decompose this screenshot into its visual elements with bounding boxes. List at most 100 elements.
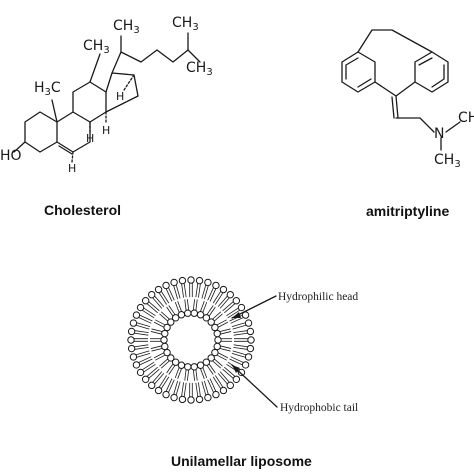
tail-pointer-arrow [232,365,240,373]
outer-lipid [226,303,246,319]
inner-lipid [166,305,180,322]
lipid-head [246,344,255,353]
lipid-head [244,353,253,361]
outer-lipid [162,281,175,302]
lipid-head [154,386,163,395]
inner-lipid [207,311,223,326]
n-atom-label: N [434,126,444,142]
lipid-head [226,381,234,390]
outer-lipid [207,378,220,399]
outer-lipid [212,285,228,305]
lipid-head [148,290,156,299]
outer-lipid [141,366,160,383]
inner-lipid [211,319,229,332]
lipid-head [202,314,211,322]
lipid-head [154,285,163,294]
lipid-head [141,297,150,305]
outer-lipid [201,380,212,402]
inner-lipid [213,328,232,338]
inner-lipid [159,354,175,369]
outer-lipid [170,278,181,300]
lipid-head [187,276,195,284]
amitriptyline-caption: amitriptyline [366,203,449,219]
lipid-head [211,323,219,332]
outer-lipid [136,303,156,319]
lipid-head [161,342,169,351]
lipid-head [132,311,141,319]
ch3-top-label: CH3 [172,15,199,33]
outer-lipid [187,383,195,404]
inner-lipid [184,299,192,317]
lipid-head [163,348,171,357]
outer-lipid [212,375,228,395]
lipid-head [237,368,246,377]
lipid-head [195,276,204,285]
lipid-head [141,375,150,383]
ho-label: HO [0,148,22,164]
inner-lipid [153,319,171,332]
inner-lipid [190,299,198,317]
lipid-head [127,336,135,344]
lipid-head [178,276,187,285]
outer-lipid [229,356,250,369]
outer-lipid [148,290,165,309]
outer-lipid [127,327,149,336]
n-methyl-2-label: CH3 [434,152,461,170]
lipid-head [213,329,221,338]
lipid-head [246,327,255,336]
lipid-head [213,342,221,351]
lipid-head [136,368,145,377]
inner-lipid [174,301,186,319]
outer-lipid [148,371,165,390]
outer-lipid [222,297,241,314]
inner-lipid [184,363,192,381]
lipid-head [161,329,169,338]
lipid-head [202,358,211,366]
outer-lipid [162,378,175,399]
lipid-head [171,314,180,322]
outer-lipid [178,276,187,298]
lipid-head [237,303,246,312]
outer-lipid [127,344,149,353]
inner-lipid [213,342,232,352]
outer-lipid [195,382,204,404]
lipid-head [247,336,255,344]
lipid-head [190,309,198,317]
inner-lipid [211,348,229,361]
lipid-head [214,336,222,344]
lipid-head [127,327,136,336]
outer-lipid [178,382,187,404]
outer-lipid [127,336,148,344]
ch3-iso-label: CH3 [186,60,213,78]
lipid-head [132,361,141,369]
lipid-head [204,393,212,402]
lipid-head [177,361,186,369]
hydrophilic-head-label: Hydrophilic head [278,291,358,303]
outer-lipid [132,311,153,324]
outer-lipid [201,278,212,300]
lipid-head [211,348,219,357]
lipid-head [184,363,192,371]
outer-lipid [222,366,241,383]
n-methyl-1-label: CH [458,110,474,126]
outer-lipid [217,371,234,390]
lipid-head [178,395,187,404]
lipid-head [184,309,192,317]
outer-lipid [141,297,160,314]
lipid-head [170,393,178,402]
inner-lipid [150,342,169,352]
inner-lipid [202,358,216,375]
outer-lipid [187,276,195,297]
inner-lipid [214,336,232,344]
lipid-head [148,381,156,390]
lipid-head [212,281,220,290]
lipid-head [129,319,138,327]
outer-lipid [217,290,234,309]
lipid-head [212,390,220,399]
inner-lipid [159,311,175,326]
lipid-head [160,336,168,344]
lipid-head [204,278,212,287]
inner-lipid [174,361,186,379]
lipid-head [241,361,250,369]
lipid-head [196,361,205,369]
